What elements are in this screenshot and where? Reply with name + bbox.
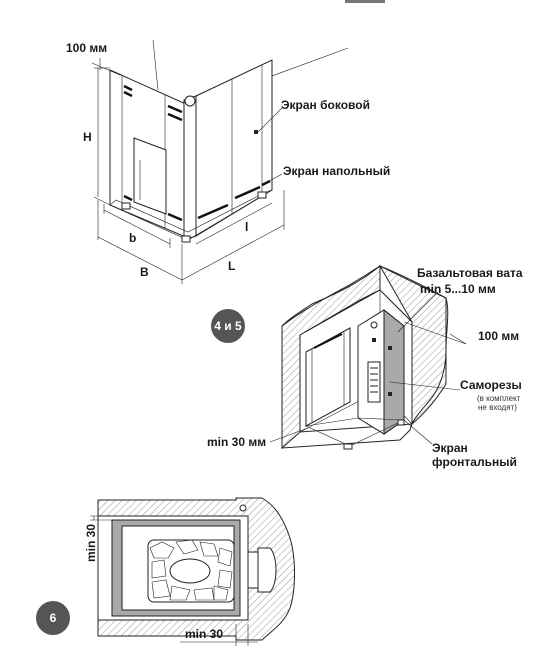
label-screws: Саморезы — [460, 378, 522, 392]
label-basalt-wool: Базальтовая вата — [417, 266, 523, 280]
label-front-screen-2: фронтальный — [432, 455, 517, 469]
side-screen-panel — [195, 59, 273, 237]
bottom-plan-drawing: min 30 min 30 — [84, 497, 295, 646]
dim-min30-left: min 30 — [84, 524, 98, 562]
dim-100mm-top: 100 мм — [66, 41, 107, 55]
top-corner-screens-drawing: H 100 мм b B l L Экран боковой Экран нап… — [66, 0, 390, 284]
dim-min30-bottom: min 30 — [185, 627, 223, 641]
label-side-screen: Экран боковой — [281, 98, 370, 112]
label-screws-note-1: (в комплект — [477, 394, 521, 403]
label-screws-note-2: не входят) — [478, 403, 517, 412]
badge-6-text: 6 — [50, 611, 57, 625]
badge-4-5: 4 и 5 — [211, 309, 245, 343]
badge-4-5-text: 4 и 5 — [214, 319, 242, 333]
dim-b: b — [129, 231, 136, 245]
middle-niche-drawing: Базальтовая вата min 5...10 мм 100 мм Са… — [207, 265, 523, 469]
dim-min30mm: min 30 мм — [207, 435, 266, 449]
label-front-screen-1: Экран — [432, 441, 468, 455]
dim-B: B — [140, 265, 149, 279]
dim-100mm-middle: 100 мм — [478, 329, 519, 343]
badge-6: 6 — [36, 601, 70, 635]
label-basalt-min: min 5...10 мм — [420, 282, 496, 296]
dim-H: H — [83, 130, 92, 144]
dim-l: l — [245, 220, 248, 234]
label-floor-screen: Экран напольный — [283, 164, 390, 178]
dim-L: L — [228, 259, 235, 273]
